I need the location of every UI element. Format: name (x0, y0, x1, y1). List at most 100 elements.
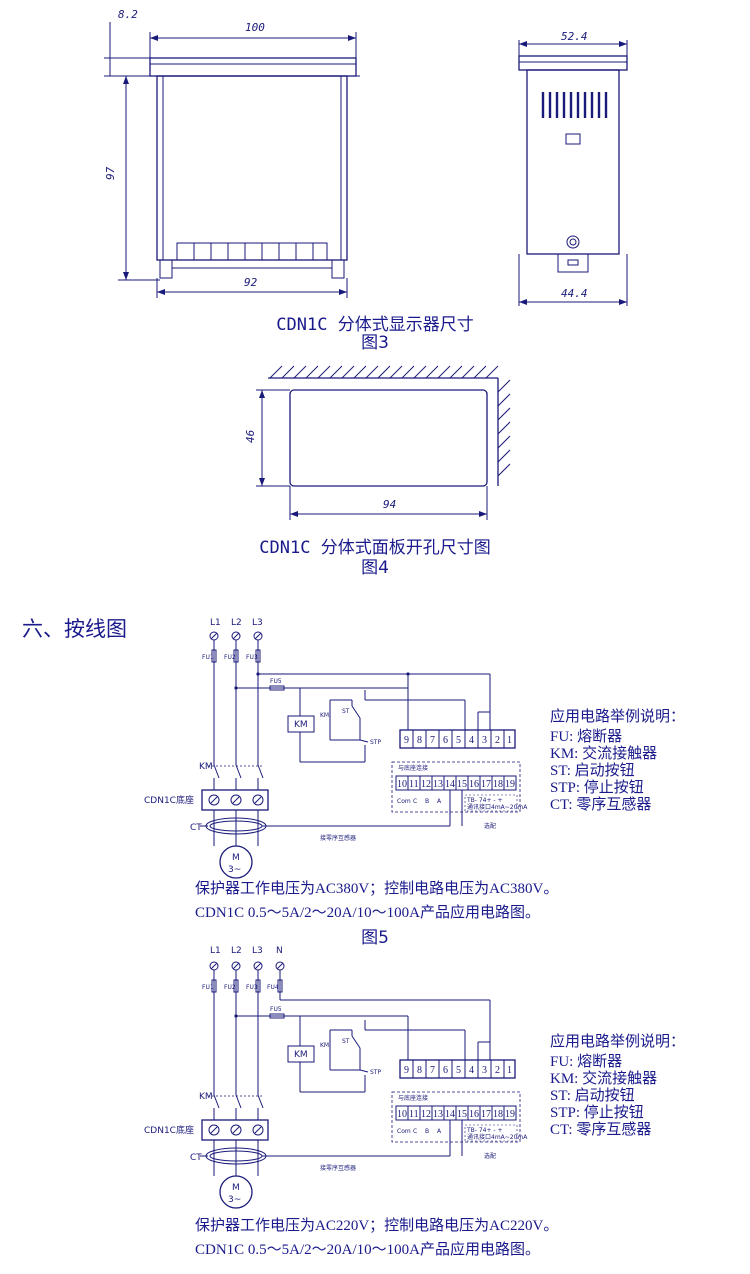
term-1-2: 1 (507, 1065, 512, 1076)
term-2-2: 2 (495, 1065, 500, 1076)
term-7: 7 (430, 735, 435, 746)
term-10-2: 10 (397, 1109, 407, 1120)
wiring-diagram-380: L1 L2 L3 FU1 FU2 FU3 FU5 KM (144, 618, 528, 879)
legend-fu-2: FU: 熔断器 (550, 1053, 622, 1070)
legend-ct-2: CT: 零序互感器 (550, 1121, 651, 1138)
term-2: 2 (495, 735, 500, 746)
term-6-2: 6 (443, 1065, 448, 1076)
legend-km: KM: 交流接触器 (550, 744, 657, 762)
fig5-label: 图5 (361, 928, 389, 948)
ct-label-2: CT (190, 1153, 202, 1163)
legend-ct: CT: 零序互感器 (550, 796, 651, 813)
fuse1-label: FU1 (202, 654, 214, 661)
phase-l1-label-2: L1 (210, 946, 221, 956)
st-label-2: ST (342, 1038, 350, 1045)
term-9: 9 (404, 735, 409, 746)
fig6-note1: 保护器工作电压为AC220V；控制电路电压为AC220V。 (195, 1217, 558, 1234)
term-8: 8 (417, 735, 422, 746)
legend-stp-2: STP: 停止按钮 (550, 1104, 644, 1121)
term-13: 13 (433, 779, 443, 790)
km-coil-label: KM (294, 720, 308, 730)
fig3-front-view: 100 8.2 97 92 (104, 8, 360, 298)
legend-fu: FU: 熔断器 (550, 728, 622, 745)
optional-label: 选配 (484, 822, 496, 830)
term-3-2: 3 (482, 1065, 487, 1076)
legend-st: ST: 启动按钮 (550, 762, 635, 779)
fig4-caption: CDN1C 分体式面板开孔尺寸图 (259, 538, 490, 558)
legend-stp: STP: 停止按钮 (550, 779, 644, 796)
term-13-2: 13 (433, 1109, 443, 1120)
optional-label-2: 选配 (484, 1152, 496, 1160)
base-note-2: 与底座连接 (398, 1094, 428, 1102)
km-main-label: KM (199, 762, 213, 772)
phase-l1-label: L1 (210, 618, 221, 628)
fuse5-label-2: FU5 (270, 1006, 282, 1013)
comm-note-2: 通讯接口4mA~20mA (467, 1133, 528, 1141)
zero-seq-label: 接零序互感器 (320, 834, 356, 842)
term-3: 3 (482, 735, 487, 746)
term-10: 10 (397, 779, 407, 790)
term-5-2: 5 (456, 1065, 461, 1076)
km-contact-label: KM (320, 712, 329, 719)
fig5-note2: CDN1C 0.5～5A/2～20A/10～100A产品应用电路图。 (195, 903, 540, 921)
fuse2-label: FU2 (224, 654, 236, 661)
ct-label: CT (190, 823, 202, 833)
term-7-2: 7 (430, 1065, 435, 1076)
term-17-2: 17 (481, 1109, 491, 1120)
fuse4-label-2: FU4 (267, 984, 279, 991)
base-label: CDN1C底座 (144, 794, 194, 806)
fig3-side-view: 52.4 44.4 (518, 30, 628, 306)
zero-seq-label-2: 接零序互感器 (320, 1164, 356, 1172)
fig4-label: 图4 (361, 558, 389, 578)
term-14-2: 14 (445, 1109, 455, 1120)
term-18-2: 18 (493, 1109, 503, 1120)
sub-com-2: Com (397, 1128, 411, 1135)
term-6: 6 (443, 735, 448, 746)
sub-a-2: A (437, 1128, 442, 1135)
neutral-label: N (276, 946, 283, 956)
fig3-caption: CDN1C 分体式显示器尺寸 (276, 315, 473, 335)
term-4: 4 (469, 735, 474, 746)
legend-km-2: KM: 交流接触器 (550, 1069, 657, 1087)
term-16: 16 (469, 779, 479, 790)
term-14: 14 (445, 779, 455, 790)
stp-label-2: STP (370, 1069, 381, 1076)
dim-97: 97 (104, 166, 117, 180)
fuse5-label: FU5 (270, 678, 282, 685)
dim-92: 92 (244, 276, 258, 289)
stp-label: STP (370, 739, 381, 746)
dim-52-4: 52.4 (561, 30, 588, 43)
term-16-2: 16 (469, 1109, 479, 1120)
phase-l3-label: L3 (252, 618, 263, 628)
legend-title-2: 应用电路举例说明： (550, 1032, 685, 1050)
term-19-2: 19 (505, 1109, 515, 1120)
fig3-label: 图3 (361, 333, 389, 353)
term-15: 15 (457, 779, 467, 790)
term-11-2: 11 (409, 1109, 419, 1120)
term-18: 18 (493, 779, 503, 790)
fig6-note2: CDN1C 0.5～5A/2～20A/10～100A产品应用电路图。 (195, 1240, 540, 1258)
motor-label: M (232, 853, 240, 863)
dim-100: 100 (245, 21, 265, 34)
sub-b: B (425, 798, 429, 805)
dim-46: 46 (244, 429, 257, 443)
term-1: 1 (507, 735, 512, 746)
km-main-label-2: KM (199, 1092, 213, 1102)
term-12-2: 12 (421, 1109, 431, 1120)
legend-st-2: ST: 启动按钮 (550, 1087, 635, 1104)
fuse3-label-2: FU3 (246, 984, 258, 991)
km-coil-label-2: KM (294, 1050, 308, 1060)
st-label: ST (342, 708, 350, 715)
motor-label-2: M (232, 1183, 240, 1193)
wiring-diagram-220: L1 L2 L3 N FU1 FU2 FU3 FU4 FU5 KM (144, 946, 528, 1209)
term-9-2: 9 (404, 1065, 409, 1076)
phase-l2-label-2: L2 (231, 946, 242, 956)
dim-94: 94 (383, 498, 396, 511)
legend-title: 应用电路举例说明： (550, 707, 685, 725)
legend-380: 应用电路举例说明： FU: 熔断器 KM: 交流接触器 ST: 启动按钮 STP… (550, 707, 685, 813)
term-11: 11 (409, 779, 419, 790)
km-contact-label-2: KM (320, 1042, 329, 1049)
fig5-note1: 保护器工作电压为AC380V；控制电路电压为AC380V。 (195, 880, 558, 897)
phase-l3-label-2: L3 (252, 946, 263, 956)
